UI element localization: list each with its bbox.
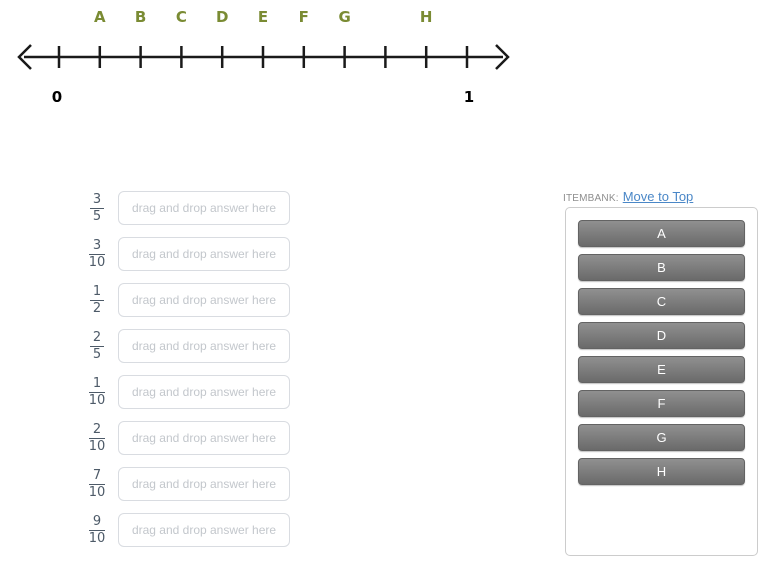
drop-zone-placeholder: drag and drop answer here (131, 385, 277, 399)
number-line-letter-B: B (135, 8, 146, 26)
drop-zone-placeholder: drag and drop answer here (131, 523, 277, 537)
drop-zone[interactable]: drag and drop answer here (118, 237, 290, 271)
fraction-denominator: 5 (92, 208, 102, 224)
number-line: A B C D E F G H 0 1 (17, 8, 510, 106)
number-line-letter-C: C (176, 8, 187, 26)
fraction-numerator: 9 (88, 514, 106, 531)
right-arrow-icon (495, 44, 510, 70)
move-to-top-link[interactable]: Move to Top (622, 189, 694, 204)
fraction-numerator: 3 (88, 238, 106, 255)
drop-zone[interactable]: drag and drop answer here (118, 283, 290, 317)
fraction-numerator: 2 (89, 330, 105, 347)
number-line-letter-E: E (258, 8, 268, 26)
itembank-item-H[interactable]: H (578, 458, 745, 485)
drop-zone-placeholder: drag and drop answer here (131, 431, 277, 445)
drop-zone-placeholder: drag and drop answer here (131, 201, 277, 215)
itembank-label: ITEMBANK: (563, 193, 619, 204)
itembank-item-B[interactable]: B (578, 254, 745, 281)
number-line-letter-G: G (338, 8, 350, 26)
fraction-denominator: 10 (88, 530, 106, 546)
fraction-denominator: 10 (88, 254, 106, 270)
fraction-numerator: 3 (89, 192, 105, 209)
drop-zone-placeholder: drag and drop answer here (131, 477, 277, 491)
itembank-header: ITEMBANK: Move to Top (563, 189, 693, 204)
drop-zone[interactable]: drag and drop answer here (118, 329, 290, 363)
itembank-item-C[interactable]: C (578, 288, 745, 315)
fraction-numerator: 1 (88, 376, 106, 393)
left-arrow-icon (17, 44, 32, 70)
drop-zone-placeholder: drag and drop answer here (131, 339, 277, 353)
itembank-item-F[interactable]: F (578, 390, 745, 417)
number-line-letter-F: F (299, 8, 309, 26)
fraction-numerator: 1 (89, 284, 105, 301)
number-line-letter-H: H (420, 8, 433, 26)
drop-zone[interactable]: drag and drop answer here (118, 191, 290, 225)
fraction-denominator: 10 (88, 484, 106, 500)
fraction-numerator: 2 (88, 422, 106, 439)
fraction-numerator: 7 (88, 468, 106, 485)
drop-zone[interactable]: drag and drop answer here (118, 513, 290, 547)
itembank-item-A[interactable]: A (578, 220, 745, 247)
fraction-denominator: 2 (92, 300, 102, 316)
drop-zone-placeholder: drag and drop answer here (131, 247, 277, 261)
drop-zone-placeholder: drag and drop answer here (131, 293, 277, 307)
drop-zone[interactable]: drag and drop answer here (118, 467, 290, 501)
drop-zone[interactable]: drag and drop answer here (118, 375, 290, 409)
fraction-denominator: 10 (88, 438, 106, 454)
number-line-letter-D: D (216, 8, 228, 26)
itembank-item-D[interactable]: D (578, 322, 745, 349)
itembank-item-E[interactable]: E (578, 356, 745, 383)
number-line-label-end: 1 (464, 88, 474, 106)
drop-zone[interactable]: drag and drop answer here (118, 421, 290, 455)
fraction-denominator: 10 (88, 392, 106, 408)
itembank-item-G[interactable]: G (578, 424, 745, 451)
number-line-letter-A: A (94, 8, 106, 26)
fraction-denominator: 5 (92, 346, 102, 362)
number-line-label-start: 0 (52, 88, 62, 106)
